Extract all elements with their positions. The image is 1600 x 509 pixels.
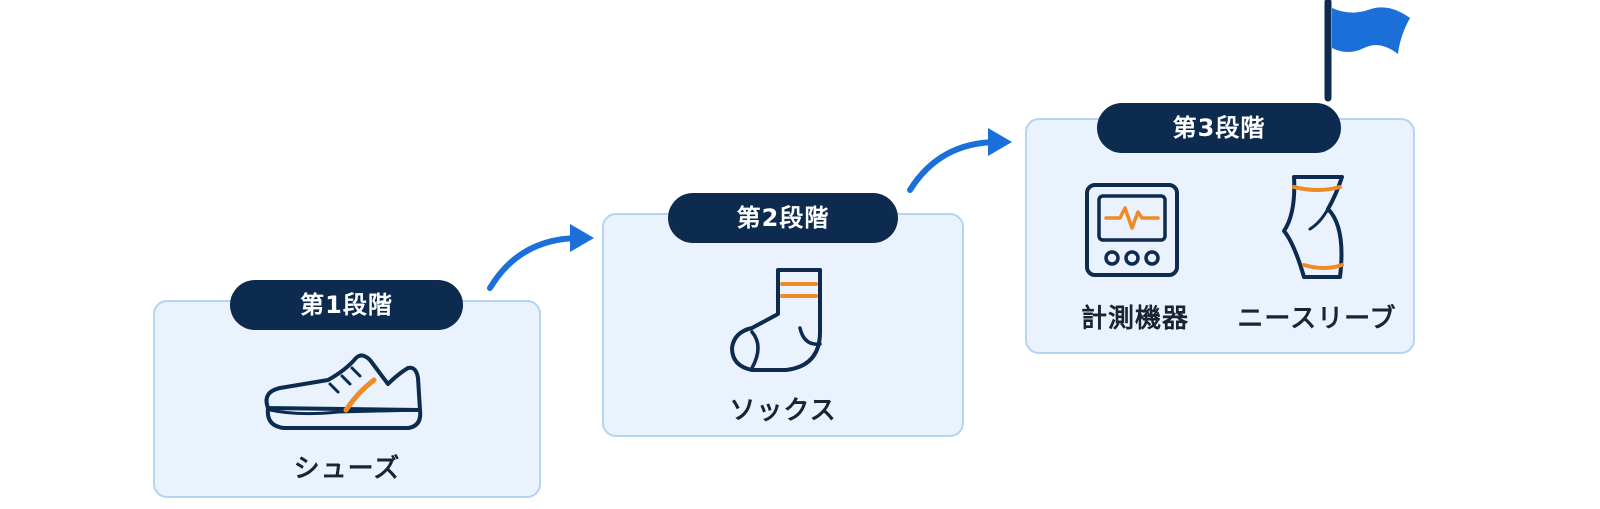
stage-3-box [1025,118,1415,354]
stage-2-box [602,213,964,437]
arrow-2-to-3 [900,118,1020,202]
monitor-icon [1084,182,1180,278]
sock-icon [726,266,826,376]
item-socks-label: ソックス [729,396,837,426]
item-meter-label: 計測機器 [1080,304,1189,334]
arrow-1-to-2 [480,210,600,300]
stage-1-box [153,300,541,498]
stage-2-badge: 第2段階 [668,193,898,243]
stage-1-badge: 第1段階 [230,280,463,330]
shoe-icon [258,350,428,434]
knee-sleeve-icon [1276,173,1352,283]
stage-3-badge: 第3段階 [1097,103,1341,153]
flag-icon [1320,0,1416,102]
item-knee-sleeve-label: ニースリーブ [1237,304,1397,334]
item-shoes-label: シューズ [293,454,401,484]
